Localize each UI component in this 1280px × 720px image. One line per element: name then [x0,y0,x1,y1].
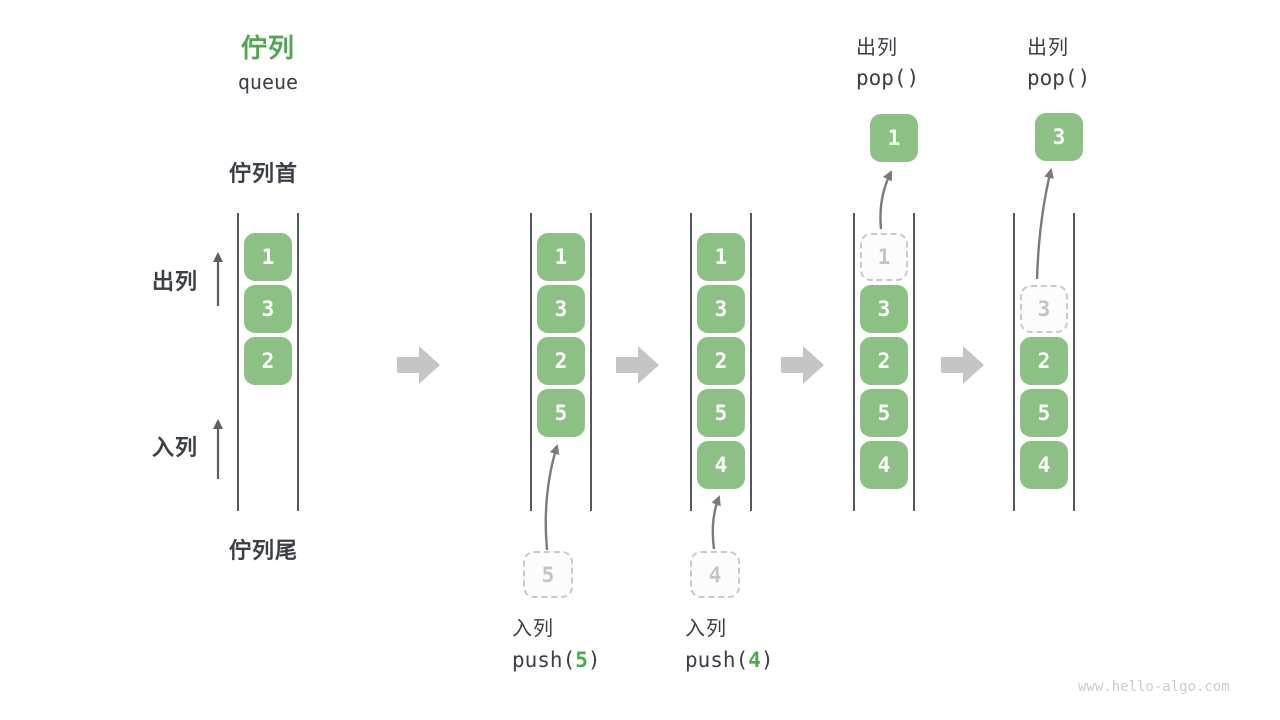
queue-cell: 4 [1020,441,1068,489]
queue-cell: 5 [1020,389,1068,437]
dequeue-op-label: 出列 [856,37,898,59]
enqueue-direction-label: 入列 [152,435,199,460]
enqueue-op-code: push(4) [685,648,774,672]
queue-wall-line [530,213,532,511]
diagram-title-zh: 佇列 [240,33,295,63]
queue-wall-line [853,213,855,511]
queue-wall-line [690,213,692,511]
dequeue-3-arrow-icon [1035,168,1054,280]
queue-wall-line [237,213,239,511]
queue-wall-line [590,213,592,511]
queue-rear-label: 佇列尾 [229,538,299,563]
enqueue-5-arrow-icon [544,444,560,551]
dequeue-op-code: pop() [1027,66,1091,90]
staging-box-4: 4 [690,551,740,598]
dequeue-op-label: 出列 [1027,37,1069,59]
queue-cell: 1 [244,233,292,281]
popped-box-3: 3 [1035,113,1083,161]
queue-cell: 5 [697,389,745,437]
code-text: push( [512,648,576,672]
queue-cell: 3 [537,285,585,333]
queue-cell: 2 [537,337,585,385]
queue-cell-dashed: 1 [860,233,908,281]
queue-wall-line [913,213,915,511]
queue-cell: 3 [244,285,292,333]
queue-cell-dashed: 3 [1020,285,1068,333]
step-arrow-icon [941,346,984,384]
enqueue-op-label: 入列 [685,618,727,640]
queue-wall-line [297,213,299,511]
queue-cell: 2 [860,337,908,385]
queue-cell: 2 [697,337,745,385]
queue-cell: 3 [860,285,908,333]
queue-wall-line [1073,213,1075,511]
code-text: ) [760,648,774,672]
enqueue-op-label: 入列 [512,618,554,640]
code-text: push( [685,648,749,672]
queue-cell: 2 [244,337,292,385]
queue-cell: 1 [537,233,585,281]
queue-cell: 5 [860,389,908,437]
queue-cell: 2 [1020,337,1068,385]
enqueue-4-arrow-icon [711,495,721,550]
popped-box-1: 1 [870,114,918,162]
queue-wall-line [1013,213,1015,511]
dequeue-op-code: pop() [856,66,920,90]
code-arg: 5 [575,648,588,672]
dequeue-1-arrow-icon [879,170,893,230]
queue-cell: 3 [697,285,745,333]
step-arrow-icon [781,346,824,384]
queue-cell: 5 [537,389,585,437]
step-arrow-icon [397,346,440,384]
dequeue-direction-label: 出列 [152,269,199,294]
queue-wall-line [750,213,752,511]
watermark: www.hello-algo.com [1078,679,1230,695]
queue-cell: 4 [697,441,745,489]
code-arg: 4 [748,648,761,672]
code-text: ) [587,648,601,672]
queue-cell: 1 [697,233,745,281]
queue-cell: 4 [860,441,908,489]
step-arrow-icon [616,346,659,384]
enqueue-op-code: push(5) [512,648,601,672]
queue-front-label: 佇列首 [229,161,299,186]
staging-box-5: 5 [523,551,573,598]
diagram-title-en: queue [237,70,299,94]
